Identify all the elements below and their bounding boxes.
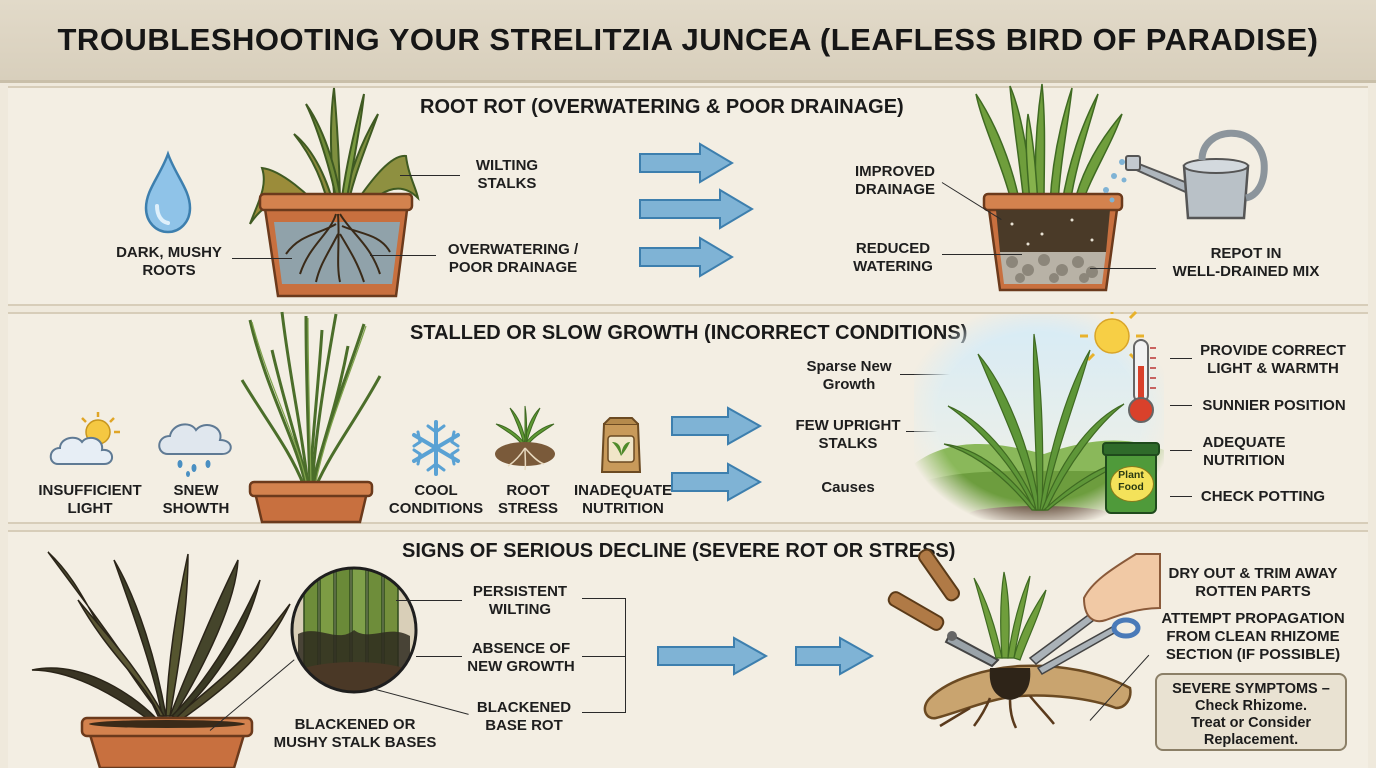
rhizome-trimming-illustration	[887, 548, 1161, 729]
decline-heading: SIGNS OF SERIOUS DECLINE (SEVERE ROT OR …	[402, 540, 956, 562]
rain-cloud-icon	[158, 423, 232, 477]
label-few-upright: FEW UPRIGHT STALKS	[795, 417, 901, 452]
severe-line-4: Replacement.	[1203, 732, 1299, 748]
label-reduced-watering: REDUCED WATERING	[853, 240, 933, 275]
slow-growth-heading: STALLED OR SLOW GROWTH (INCORRECT CONDIT…	[410, 322, 968, 344]
leader-absence	[416, 656, 462, 657]
rotted-base-closeup	[290, 566, 418, 694]
arrow-icon	[671, 462, 763, 502]
label-check-potting: CHECK POTTING	[1200, 488, 1326, 505]
fertilizer-bag-icon	[600, 417, 642, 473]
title-bar: TROUBLESHOOTING YOUR STRELITZIA JUNCEA (…	[0, 0, 1376, 83]
label-propagation: ATTEMPT PROPAGATION FROM CLEAN RHIZOME S…	[1161, 610, 1345, 663]
label-adequate-nutrition: ADEQUATE NUTRITION	[1202, 434, 1286, 469]
plant-food-jar: Plant Food	[1102, 442, 1160, 516]
water-drop-icon	[144, 150, 192, 234]
label-cool-conditions: COOL CONDITIONS	[388, 482, 484, 517]
label-absence-growth: ABSENCE OF NEW GROWTH	[467, 640, 575, 675]
leader-dark-roots	[232, 258, 292, 259]
rotting-plant-illustration	[249, 87, 420, 298]
plant-food-label: Plant Food	[1118, 469, 1144, 493]
leader-reduced-watering	[942, 254, 1022, 255]
arrow-icon	[671, 406, 763, 446]
hand-icon	[1082, 553, 1161, 623]
label-blackened-stalk: BLACKENED OR MUSHY STALK BASES	[273, 716, 437, 751]
label-inadequate-nutrition: INADEQUATE NUTRITION	[573, 482, 673, 517]
label-root-stress: ROOT STRESS	[497, 482, 558, 517]
label-repot: REPOT IN WELL-DRAINED MIX	[1172, 245, 1320, 280]
label-dry-out: DRY OUT & TRIM AWAY ROTTEN PARTS	[1168, 565, 1338, 600]
bracket-line	[582, 712, 626, 713]
leader-sunnier	[1170, 405, 1192, 406]
severe-symptoms-note: SEVERE SYMPTOMS – Check Rhizome. Treat o…	[1155, 673, 1347, 751]
label-sparse-new-growth: Sparse New Growth	[806, 358, 892, 393]
arrow-icon	[639, 142, 734, 184]
bracket-line	[582, 656, 626, 657]
label-provide-light: PROVIDE CORRECT LIGHT & WARMTH	[1200, 342, 1346, 377]
leader-wilting	[400, 175, 460, 176]
sun-icon	[1094, 318, 1130, 354]
severe-line-2: Check Rhizome.	[1195, 698, 1307, 714]
stalk-plant-illustration	[240, 311, 382, 524]
snowflake-icon	[412, 420, 460, 476]
arrow-icon	[657, 636, 769, 676]
label-sunnier-position: SUNNIER POSITION	[1202, 397, 1346, 414]
seedling-roots-icon	[495, 405, 555, 471]
leader-check-potting	[1170, 496, 1192, 497]
page-title: TROUBLESHOOTING YOUR STRELITZIA JUNCEA (…	[57, 22, 1319, 57]
leader-overwatering	[370, 255, 436, 256]
cloud-sun-icon	[49, 412, 120, 465]
label-blackened-base: BLACKENED BASE ROT	[476, 699, 572, 734]
leader-repot	[1090, 268, 1156, 269]
thermometer-icon	[1128, 339, 1156, 423]
label-persistent-wilting: PERSISTENT WILTING	[472, 583, 568, 618]
arrow-icon	[795, 636, 875, 676]
label-causes: Causes	[821, 479, 875, 496]
label-improved-drainage: IMPROVED DRAINAGE	[854, 163, 935, 198]
bracket-line	[582, 598, 626, 599]
bracket-line	[625, 598, 626, 712]
leader-provide-light	[1170, 358, 1192, 359]
pruning-shears-icon	[887, 548, 1000, 668]
sunny-landscape-scene	[914, 310, 1164, 522]
watering-can-icon	[1103, 129, 1268, 220]
label-overwatering: OVERWATERING / POOR DRAINAGE	[447, 241, 579, 276]
root-rot-heading: ROOT ROT (OVERWATERING & POOR DRAINAGE)	[420, 96, 904, 118]
label-insufficient-light: INSUFFICIENT LIGHT	[38, 482, 142, 517]
label-snew-showth: SNEW SHOWTH	[162, 482, 230, 517]
severe-line-1: SEVERE SYMPTOMS –	[1172, 681, 1330, 697]
panel-root-rot	[8, 86, 1368, 306]
arrow-icon	[639, 236, 734, 278]
dying-plant-illustration	[31, 551, 291, 768]
severe-line-3: Treat or Consider	[1190, 715, 1312, 731]
label-wilting-stalks: WILTING STALKS	[475, 157, 539, 192]
arrow-icon	[639, 188, 754, 230]
label-dark-roots: DARK, MUSHY ROOTS	[116, 244, 222, 279]
leader-persistent	[396, 600, 462, 601]
leader-adequate-nutrition	[1170, 450, 1192, 451]
healthy-plant-illustration	[975, 83, 1124, 292]
